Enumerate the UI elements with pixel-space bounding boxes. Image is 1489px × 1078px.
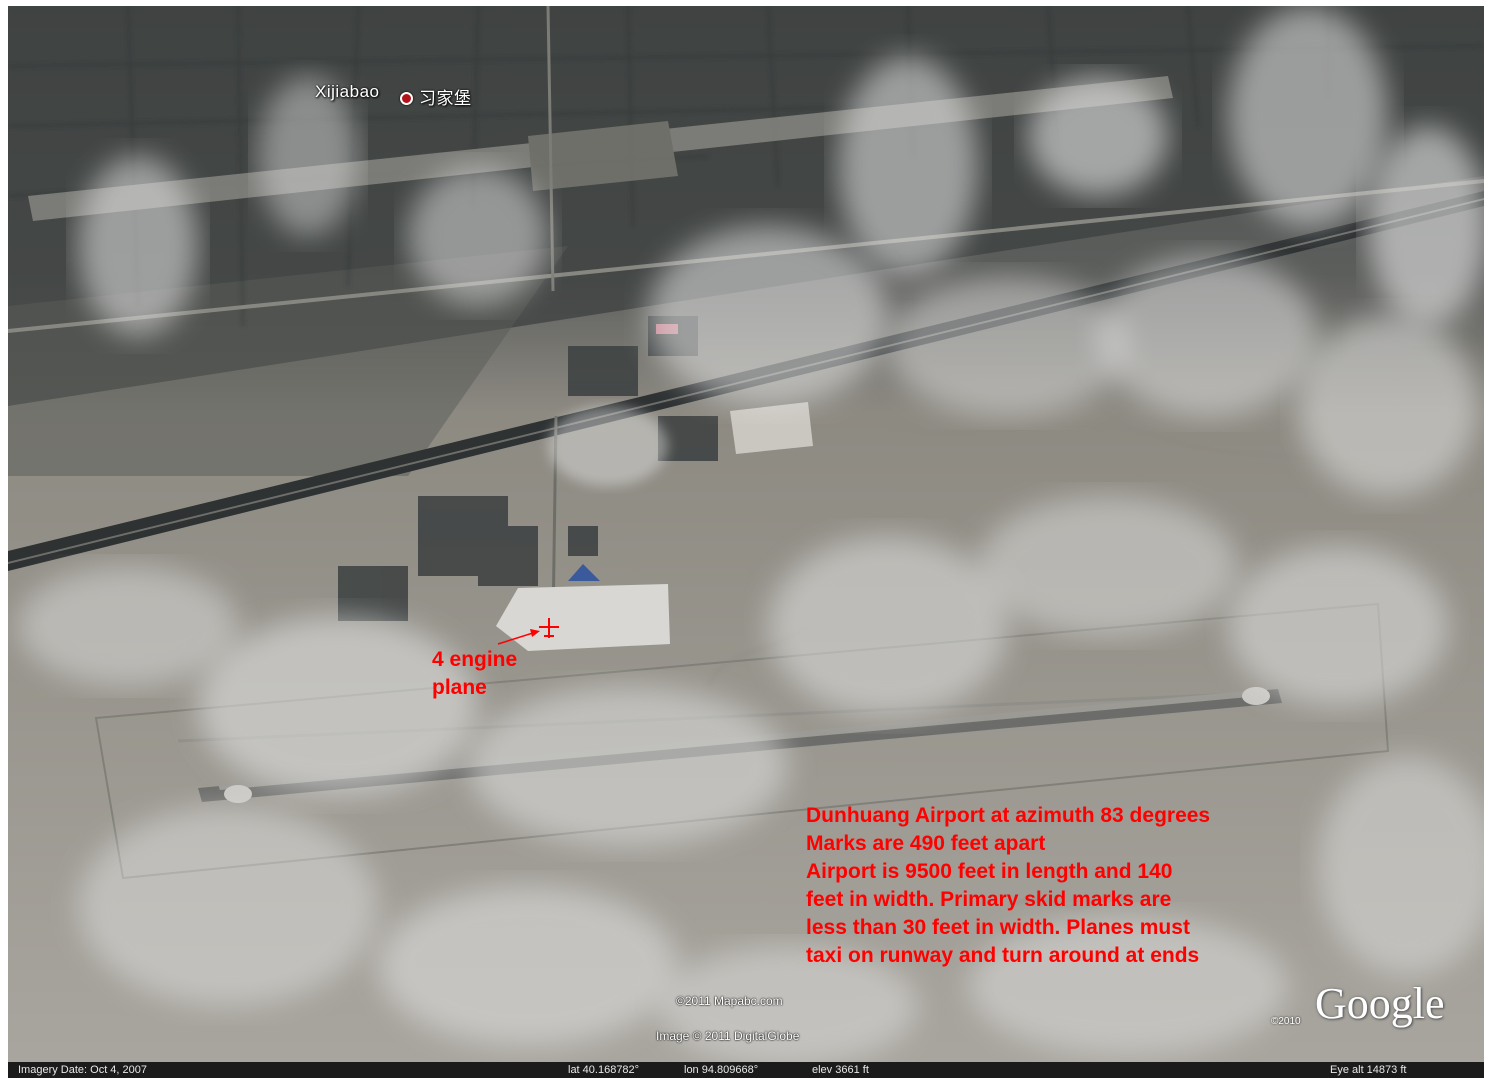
digitalglobe-credit: Image © 2011 DigitalGlobe (656, 1029, 800, 1043)
airport-note: Dunhuang Airport at azimuth 83 degrees M… (806, 802, 1210, 970)
pointer-arrow (497, 629, 540, 645)
plane-label-line: 4 engine (432, 648, 518, 671)
place-label-latin[interactable]: Xijiabao (315, 82, 380, 101)
mapabc-credit: ©2011 Mapabc.com (676, 994, 783, 1008)
plane-marker (539, 618, 559, 638)
apron (496, 584, 670, 651)
satellite-map[interactable]: Xijiabao 习家堡 4 engine plane Dunhuang Air… (8, 6, 1484, 1078)
eye-altitude-readout: Eye alt 14873 ft (1330, 1064, 1407, 1076)
satellite-imagery (8, 6, 1484, 1078)
status-bar: Imagery Date: Oct 4, 2007 lat 40.168782°… (8, 1062, 1484, 1078)
cloud-cover (18, 6, 1484, 1066)
plane-annotation: 4 engine plane (432, 646, 517, 702)
plane-label-line: plane (432, 676, 487, 699)
note-line: less than 30 feet in width. Planes must (806, 916, 1190, 939)
imagery-date: Imagery Date: Oct 4, 2007 (18, 1064, 148, 1076)
elevation-readout: elev 3661 ft (812, 1064, 869, 1076)
bright-patch (730, 402, 813, 454)
latitude-readout: lat 40.168782° (568, 1064, 640, 1076)
note-line: Marks are 490 feet apart (806, 832, 1046, 855)
note-line: taxi on runway and turn around at ends (806, 944, 1200, 967)
note-line: feet in width. Primary skid marks are (806, 888, 1172, 911)
note-line: Dunhuang Airport at azimuth 83 degrees (806, 804, 1211, 827)
longitude-readout: lon 94.809668° (684, 1064, 759, 1076)
place-label-chinese[interactable]: 习家堡 (419, 89, 472, 108)
north-south-road (546, 6, 555, 292)
logo-wordmark: Google (1315, 979, 1445, 1028)
terminal-roof (568, 564, 600, 581)
logo-year: ©2010 (1271, 1016, 1301, 1027)
place-pin-icon[interactable] (400, 92, 413, 105)
note-line: Airport is 9500 feet in length and 140 (806, 860, 1173, 883)
